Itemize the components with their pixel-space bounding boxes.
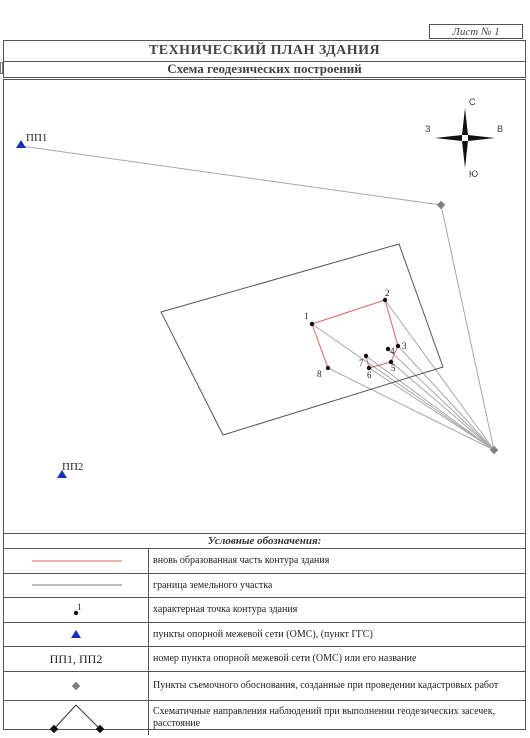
scheme-canvas: 1 2 3 4 5 6 7 8 ПП1 ПП2 С Ю З В [16, 97, 503, 478]
contour-point-label-3: 3 [402, 341, 407, 351]
compass-arrow-west [435, 135, 462, 141]
legend-row-oms-point: пункты опорной межевой сети (ОМС), (пунк… [4, 623, 525, 647]
legend-text: Схематичные направления наблюдений при в… [153, 706, 496, 729]
contour-point-label-2: 2 [385, 288, 390, 298]
observation-line [387, 348, 495, 451]
contour-point-5 [388, 359, 394, 365]
legend-text: характерная точка контура здания [153, 604, 298, 615]
compass-label-west: З [425, 124, 430, 134]
compass-arrow-north [462, 108, 468, 135]
observation-line [390, 361, 495, 451]
legend-row-observation-directions: Схематичные направления наблюдений при в… [4, 701, 525, 735]
compass-arrow-east [468, 135, 495, 141]
survey-point-diamond [489, 445, 499, 455]
legend-row-survey-point: Пункты съемочного обоснования, созданные… [4, 672, 525, 701]
legend-row-building-contour: вновь образованная часть контура здания [4, 549, 525, 574]
observation-line [368, 367, 495, 451]
compass-label-east: В [497, 124, 503, 134]
contour-point-2 [382, 297, 388, 303]
legend-symbol-dot: 1 [4, 598, 149, 622]
observation-line [327, 367, 495, 451]
contour-point-8 [325, 365, 331, 371]
geodetic-scheme-drawing: 1 2 3 4 5 6 7 8 ПП1 ПП2 С Ю З В [3, 79, 526, 534]
legend-table: Условные обозначения: вновь образованная… [3, 534, 526, 735]
sheet-number-label: Лист № 1 [429, 24, 523, 39]
contour-point-label-1: 1 [304, 311, 309, 321]
legend-row-oms-name: ПП1, ПП2 номер пункта опорной межевой се… [4, 647, 525, 672]
legend-text: граница земельного участка [153, 579, 273, 591]
legend-symbol-blue-triangle [4, 623, 149, 646]
legend-symbol-gray-line [4, 574, 149, 597]
compass-label-north: С [469, 97, 476, 107]
contour-points [309, 297, 401, 371]
land-parcel-boundary [160, 243, 444, 436]
legend-symbol-gray-diamond [4, 672, 149, 700]
legend-dot-label: 1 [77, 602, 82, 612]
legend-text: номер пункта опорной межевой сети (ОМС) … [153, 653, 417, 664]
building-contour [311, 299, 399, 369]
compass-label-south: Ю [469, 169, 478, 179]
contour-point-1 [309, 321, 315, 327]
contour-point-7 [363, 353, 369, 359]
oms-point-pp2-label: ПП2 [62, 461, 83, 473]
oms-point-pp1-triangle [16, 140, 26, 148]
contour-point-label-5: 5 [391, 363, 396, 373]
document-title: ТЕХНИЧЕСКИЙ ПЛАН ЗДАНИЯ [4, 41, 525, 62]
contour-point-label-4: 4 [390, 346, 395, 356]
survey-point-diamond [436, 200, 446, 210]
legend-symbol-red-line [4, 549, 149, 573]
compass-rose: С Ю З В [425, 97, 503, 179]
document-subtitle: Схема геодезических построений [167, 61, 362, 76]
observation-line [311, 323, 495, 451]
oms-point-pp1-label: ПП1 [26, 132, 47, 144]
observation-line [397, 345, 495, 451]
observation-line [440, 204, 495, 451]
compass-arrow-south [462, 141, 468, 168]
observation-line [365, 355, 495, 451]
legend-text: Пункты съемочного обоснования, созданные… [153, 680, 499, 691]
oms-point-pp2-triangle [57, 470, 67, 478]
observation-lines [20, 145, 495, 451]
observation-line [20, 145, 442, 206]
legend-title: Условные обозначения: [4, 534, 525, 549]
legend-row-land-boundary: граница земельного участка [4, 574, 525, 598]
contour-point-4 [385, 346, 391, 352]
margin-mark [0, 62, 3, 74]
contour-point-label-8: 8 [317, 369, 322, 379]
legend-symbol-text: ПП1, ПП2 [4, 647, 149, 671]
legend-text: пункты опорной межевой сети (ОМС), (пунк… [153, 628, 373, 640]
legend-row-contour-point: 1 характерная точка контура здания [4, 598, 525, 623]
observation-line [384, 299, 495, 451]
legend-pp-label: ПП1, ПП2 [49, 651, 103, 666]
document-header: ТЕХНИЧЕСКИЙ ПЛАН ЗДАНИЯ Схема геодезичес… [3, 40, 526, 78]
contour-point-label-7: 7 [359, 358, 364, 368]
contour-point-label-6: 6 [367, 370, 372, 380]
contour-point-3 [395, 343, 401, 349]
legend-symbol-directions [4, 701, 149, 735]
legend-text: вновь образованная часть контура здания [153, 555, 330, 566]
contour-point-6 [366, 365, 372, 371]
